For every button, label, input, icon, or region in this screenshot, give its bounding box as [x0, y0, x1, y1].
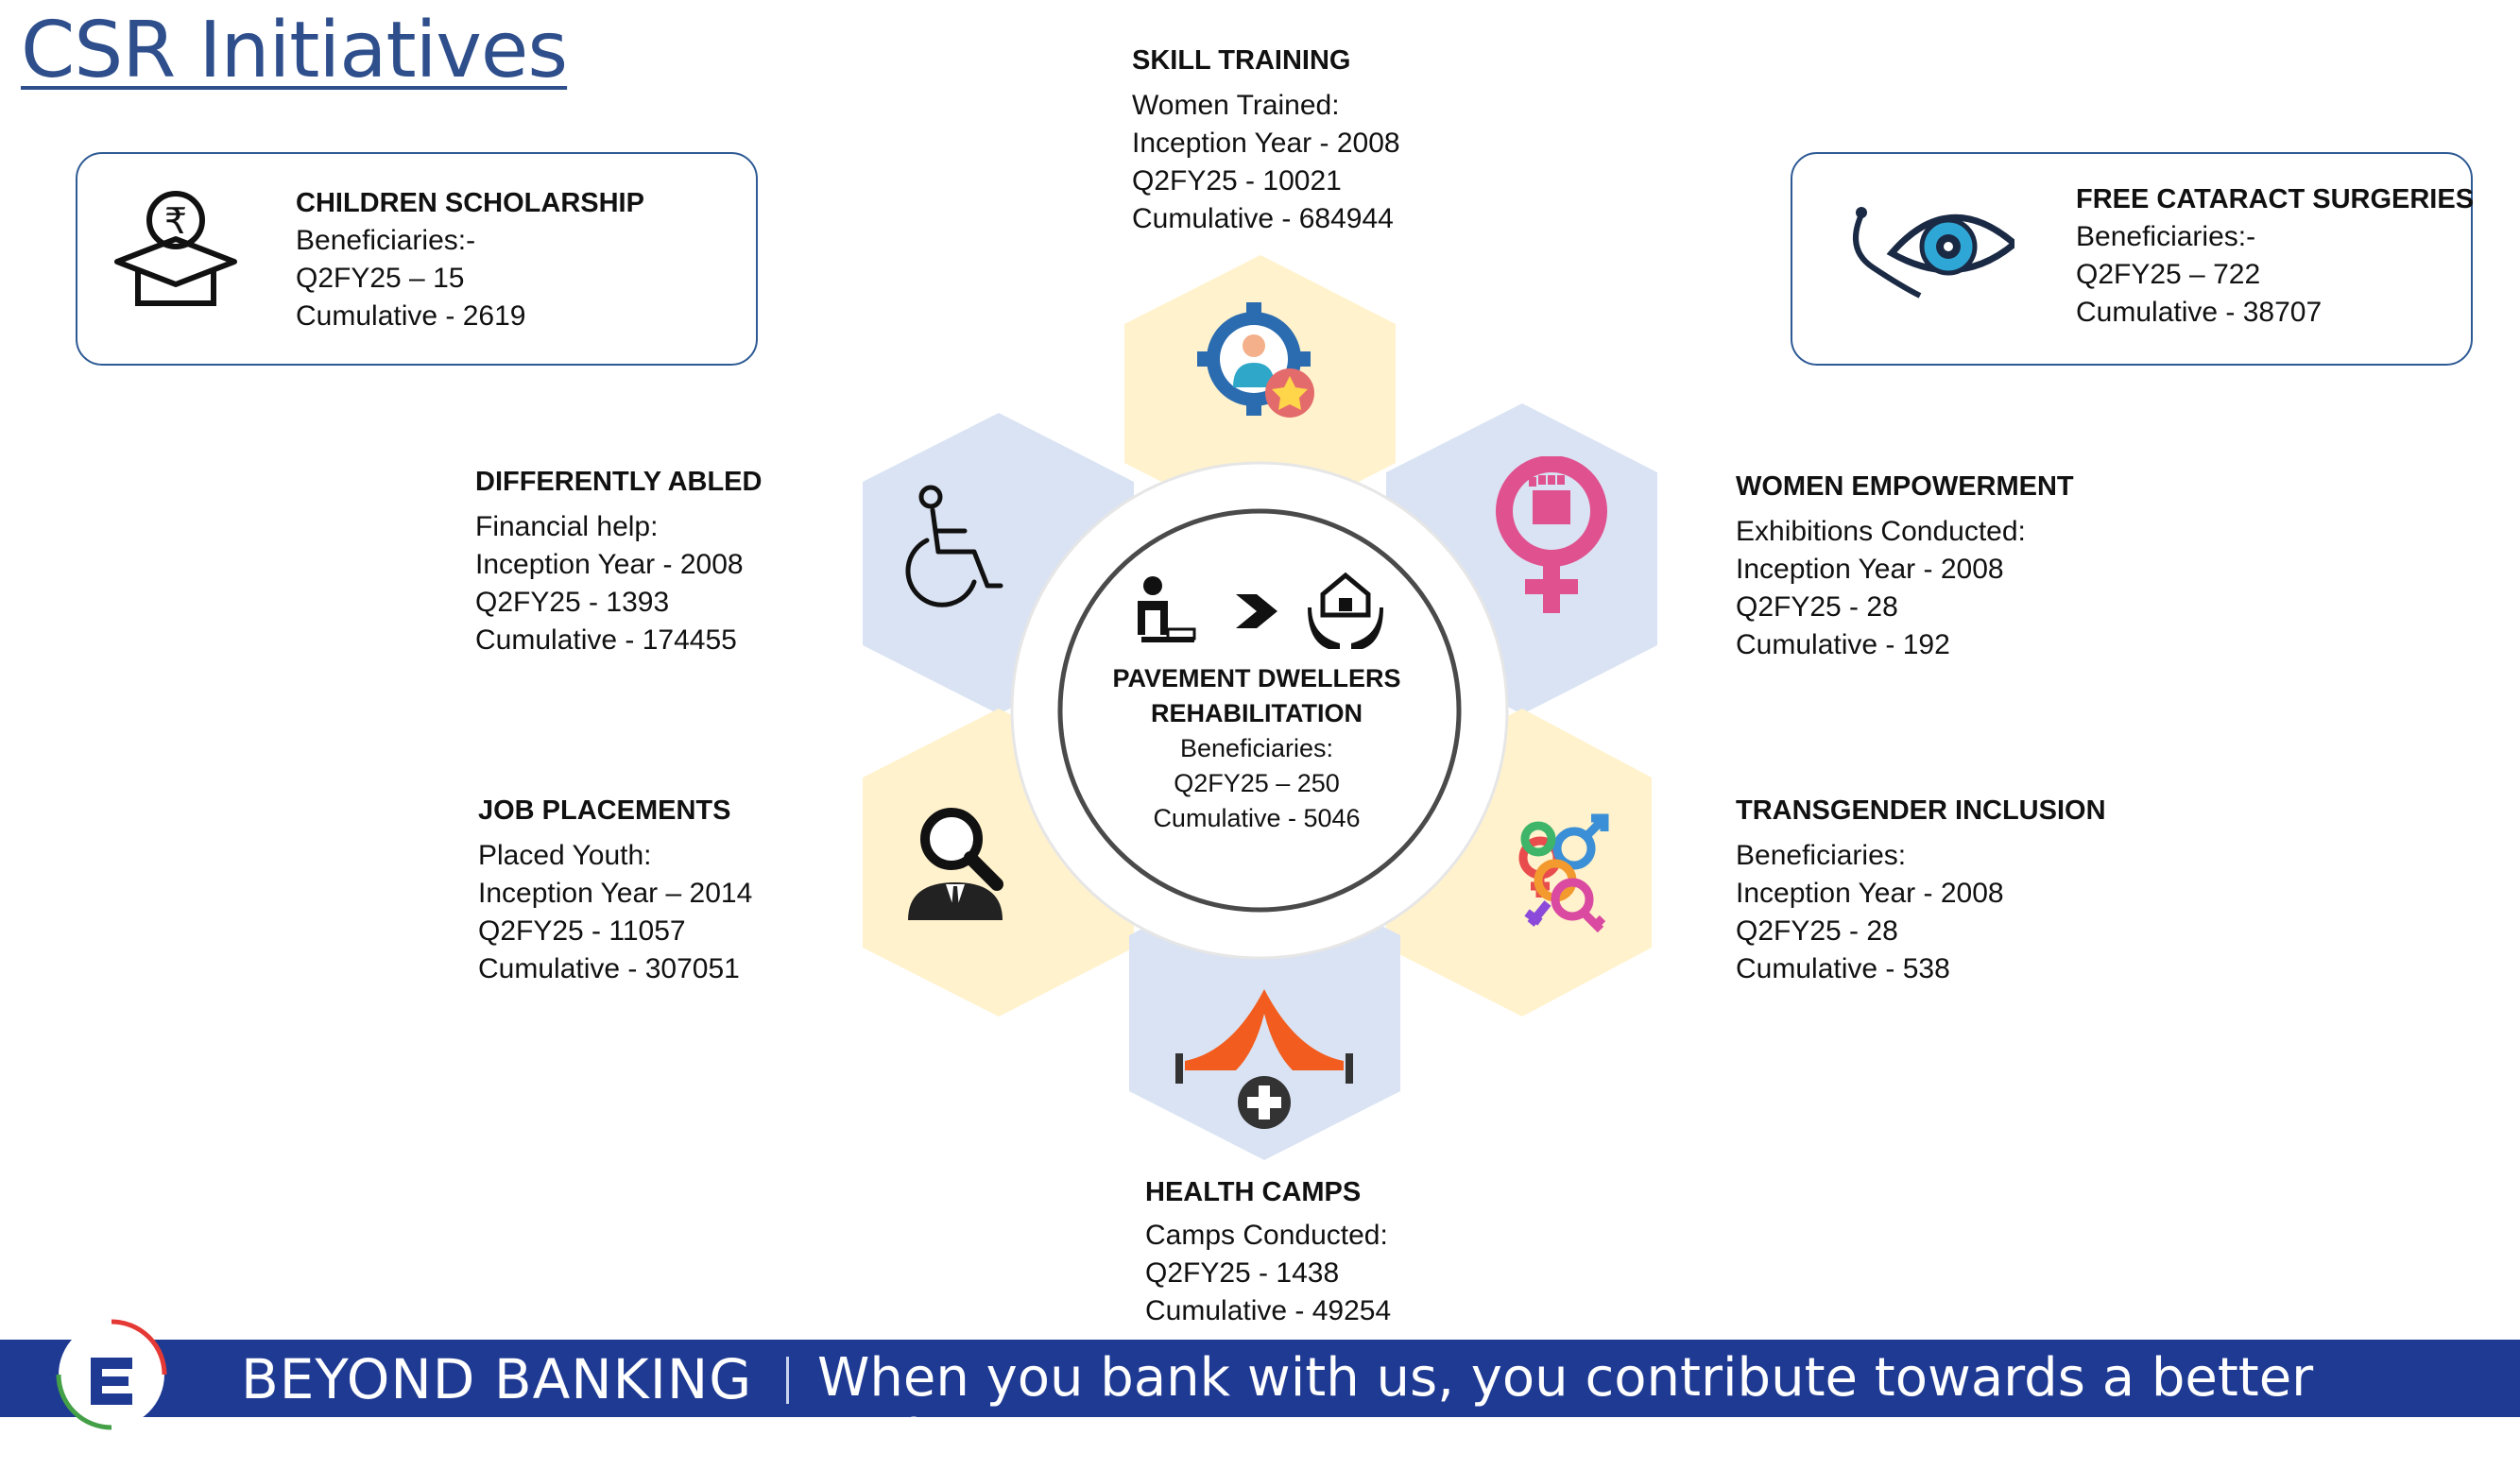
footer-tagline: When you bank with us, you contribute to…: [817, 1347, 2314, 1470]
health-camps-line2: Q2FY25 - 1438: [1145, 1257, 1340, 1289]
job-placements-line1: Placed Youth:: [478, 840, 652, 871]
cataract-line3: Cumulative - 38707: [2076, 297, 2323, 328]
transgender-line3: Q2FY25 - 28: [1736, 915, 1898, 947]
skill-training-heading: SKILL TRAINING: [1132, 45, 1351, 76]
medical-tent-icon: [1175, 989, 1353, 1129]
scholarship-cap-rupee-icon: ₹: [114, 191, 237, 306]
children-scholarship-line1: Beneficiaries:-: [296, 225, 476, 256]
transgender-line2: Inception Year - 2008: [1736, 878, 2004, 909]
pavement-dwellers-line2: Q2FY25 – 250: [1174, 769, 1340, 797]
job-placements-block: JOB PLACEMENTS Placed Youth: Inception Y…: [478, 792, 752, 988]
job-placements-line2: Inception Year – 2014: [478, 878, 753, 909]
eye-stethoscope-icon: [1853, 207, 2014, 299]
home-in-hands-icon: [1308, 572, 1383, 649]
pavement-dwellers-line1: Beneficiaries:: [1179, 734, 1334, 762]
cataract-card: FREE CATARACT SURGERIES Beneficiaries:- …: [1791, 152, 2475, 366]
children-scholarship-card: ₹ CHILDREN SCHOLARSHIP Beneficiaries:- Q…: [76, 152, 758, 366]
svg-text:₹: ₹: [164, 200, 187, 242]
bank-logo-icon: [56, 1319, 167, 1430]
women-empowerment-heading: WOMEN EMPOWERMENT: [1736, 471, 2074, 502]
footer-divider: [786, 1357, 789, 1404]
cataract-heading: FREE CATARACT SURGERIES: [2076, 184, 2475, 214]
differently-abled-line3: Q2FY25 - 1393: [475, 587, 670, 618]
children-scholarship-line3: Cumulative - 2619: [296, 300, 526, 332]
health-camps-line3: Cumulative - 49254: [1145, 1295, 1392, 1326]
health-camps-line1: Camps Conducted:: [1145, 1220, 1388, 1251]
health-camps-block: HEALTH CAMPS Camps Conducted: Q2FY25 - 1…: [1145, 1173, 1391, 1330]
women-empowerment-line4: Cumulative - 192: [1736, 629, 1950, 660]
differently-abled-block: DIFFERENTLY ABLED Financial help: Incept…: [475, 463, 762, 659]
skill-training-line4: Cumulative - 684944: [1132, 203, 1394, 234]
children-scholarship-heading: CHILDREN SCHOLARSHIP: [296, 188, 644, 218]
women-empowerment-line3: Q2FY25 - 28: [1736, 591, 1898, 623]
skill-training-line1: Women Trained:: [1132, 90, 1340, 121]
transgender-line4: Cumulative - 538: [1736, 953, 1950, 984]
skill-gear-person-icon: [1197, 302, 1314, 418]
health-camps-heading: HEALTH CAMPS: [1145, 1177, 1362, 1207]
job-placements-heading: JOB PLACEMENTS: [478, 795, 731, 826]
differently-abled-heading: DIFFERENTLY ABLED: [475, 467, 763, 497]
women-symbol-icon: [1496, 456, 1607, 613]
wheelchair-icon: [905, 485, 1003, 607]
differently-abled-line4: Cumulative - 174455: [475, 624, 737, 656]
job-search-person-icon: [908, 808, 1003, 920]
skill-training-block: SKILL TRAINING Women Trained: Inception …: [1132, 42, 1400, 238]
differently-abled-line1: Financial help:: [475, 511, 659, 542]
center-inner-ring: [1057, 508, 1462, 913]
page-title: CSR Initiatives: [21, 6, 568, 95]
transgender-line1: Beneficiaries:: [1736, 840, 1907, 871]
job-placements-line3: Q2FY25 - 11057: [478, 915, 686, 947]
women-empowerment-line1: Exhibitions Conducted:: [1736, 516, 2026, 547]
cataract-line1: Beneficiaries:-: [2076, 221, 2256, 252]
pavement-dwellers-line3: Cumulative - 5046: [1153, 804, 1361, 832]
job-placements-line4: Cumulative - 307051: [478, 953, 740, 984]
skill-training-line2: Inception Year - 2008: [1132, 128, 1400, 159]
transgender-block: TRANSGENDER INCLUSION Beneficiaries: Inc…: [1736, 792, 2106, 988]
pavement-dwellers-heading-2: REHABILITATION: [1151, 699, 1363, 727]
women-empowerment-line2: Inception Year - 2008: [1736, 554, 2004, 585]
footer-brand: BEYOND BANKING: [241, 1347, 753, 1411]
differently-abled-line2: Inception Year - 2008: [475, 549, 744, 580]
women-empowerment-block: WOMEN EMPOWERMENT Exhibitions Conducted:…: [1736, 468, 2074, 664]
skill-training-line3: Q2FY25 - 10021: [1132, 165, 1342, 197]
transgender-heading: TRANSGENDER INCLUSION: [1736, 795, 2106, 826]
footer-banner: BEYOND BANKING When you bank with us, yo…: [0, 1340, 2520, 1470]
pavement-dweller-icon: [1138, 576, 1196, 642]
cataract-line2: Q2FY25 – 722: [2076, 259, 2261, 290]
children-scholarship-line2: Q2FY25 – 15: [296, 263, 465, 294]
pavement-dwellers-text: PAVEMENT DWELLERS REHABILITATION Benefic…: [1077, 661, 1436, 836]
gender-symbols-icon: [1518, 813, 1609, 933]
pavement-dwellers-heading-1: PAVEMENT DWELLERS: [1112, 664, 1401, 692]
arrow-right-icon: [1236, 594, 1277, 628]
